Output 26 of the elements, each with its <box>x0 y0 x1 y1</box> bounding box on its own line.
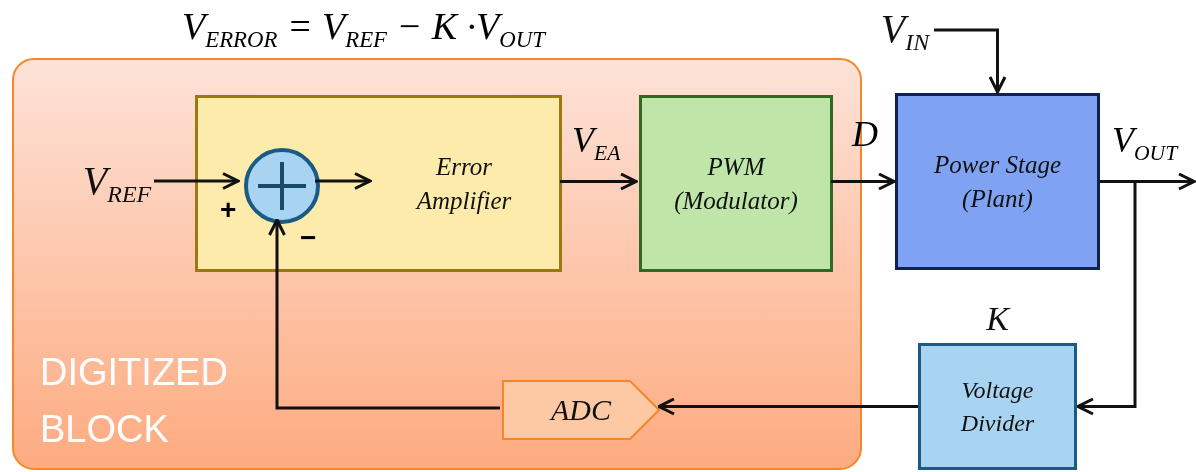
arrow <box>1076 180 1137 416</box>
node-label: V$_{REF}$ <box>82 161 152 207</box>
modulator-box <box>639 95 833 272</box>
equation-title: V$_{ERROR}$ = V$_{REF}$ − K ·V$_{OUT}$ <box>182 6 545 53</box>
gain-label: K <box>985 299 1012 339</box>
arrow <box>657 397 918 416</box>
edge-label: V$_{OUT}$ <box>1112 122 1178 165</box>
error-amplifier-box <box>195 95 562 272</box>
arrow <box>831 172 896 191</box>
node-label: PWM (Modulator) <box>673 151 799 217</box>
node-label: DIGITIZED BLOCK <box>40 350 229 452</box>
arrow <box>934 28 1007 94</box>
arrow <box>315 172 372 190</box>
edge-label: V$_{EA}$ <box>572 122 621 165</box>
sign-label: + <box>220 196 237 224</box>
node-label: ADC <box>551 391 611 428</box>
sign-label: − <box>300 224 317 252</box>
adc-block <box>502 380 660 440</box>
node-label: Error Amplifier <box>414 151 513 216</box>
node-label: Power Stage (Plant) <box>932 149 1063 215</box>
arrow <box>268 218 500 410</box>
node-label: V$_{IN}$ <box>880 9 930 55</box>
arrow <box>560 172 638 191</box>
arrow <box>154 172 240 190</box>
power-stage-box <box>895 93 1100 270</box>
node-label: Voltage Divider <box>959 376 1036 438</box>
